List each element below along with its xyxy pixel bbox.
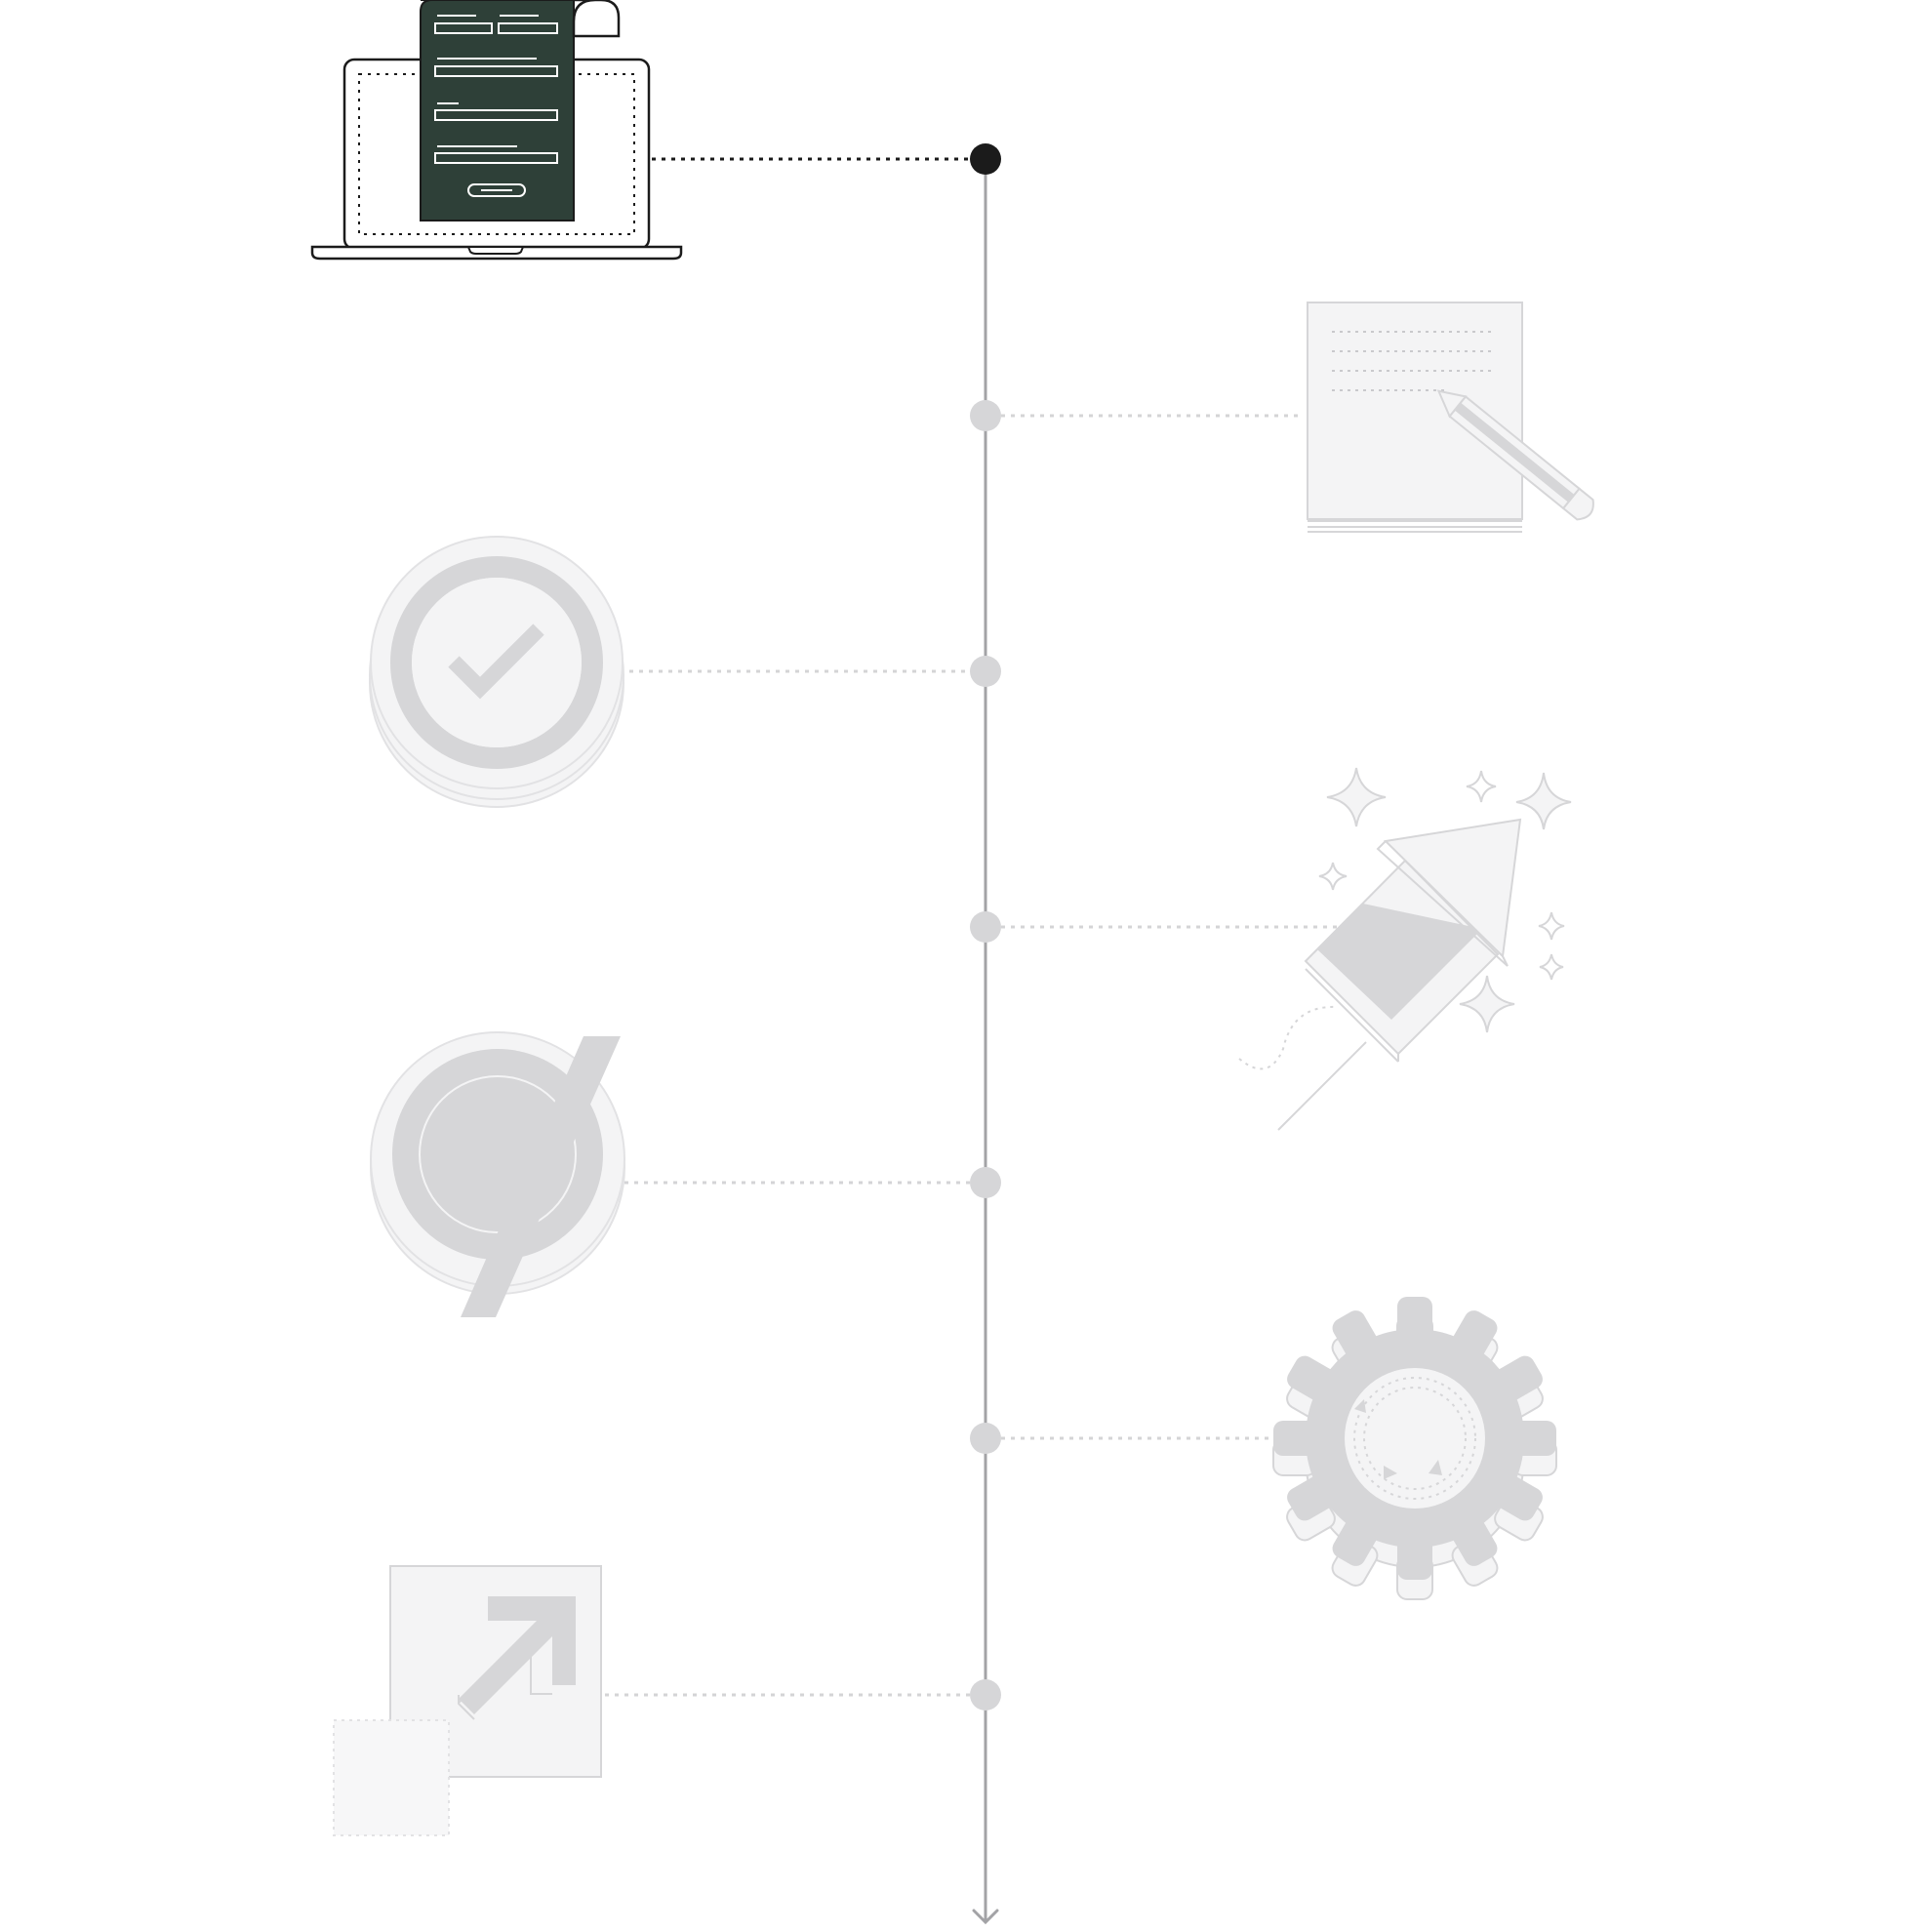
check-coin-icon [369,536,624,808]
gear-icon [1272,1297,1557,1600]
notepad-pencil-icon [1307,302,1594,533]
timeline-node-5[interactable] [970,1167,1001,1198]
laptop-form-icon [310,0,683,261]
timeline-node-1[interactable] [970,143,1001,175]
rocket-sparkle-icon [1238,767,1572,1131]
timeline-node-7[interactable] [970,1679,1001,1711]
timeline-node-3[interactable] [970,656,1001,687]
timeline-node-2[interactable] [970,400,1001,431]
coin-slot-icon [370,1031,625,1317]
timeline-node-4[interactable] [970,911,1001,943]
expand-arrow-icon [333,1565,602,1836]
timeline-node-6[interactable] [970,1423,1001,1454]
arrow-down-icon [972,1909,999,1925]
